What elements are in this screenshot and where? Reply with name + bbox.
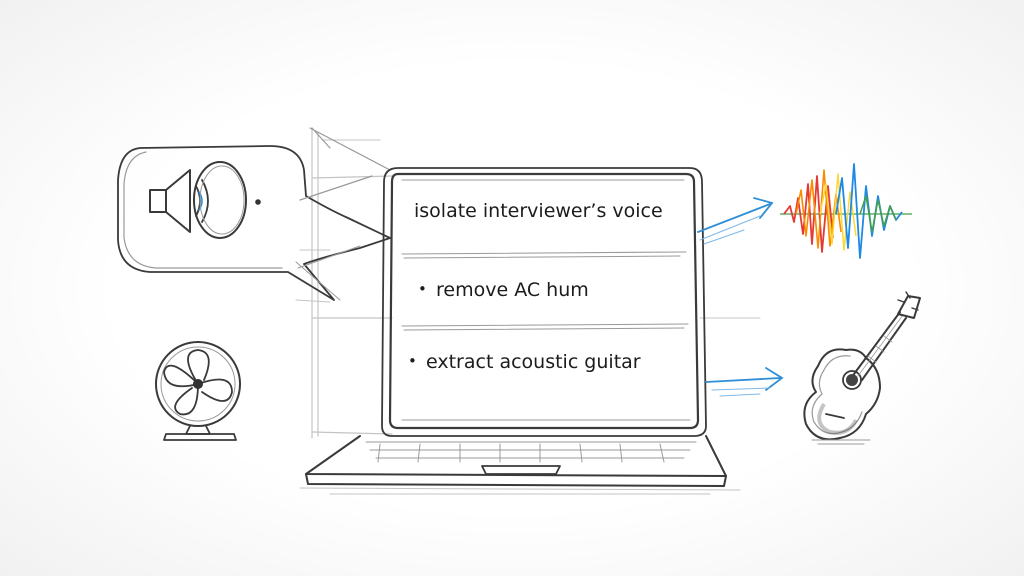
desk-fan-icon xyxy=(155,341,241,441)
acoustic-guitar-icon xyxy=(803,291,921,445)
arrow-to-guitar xyxy=(705,367,784,397)
laptop-icon xyxy=(299,167,741,495)
screen-item-label: extract acoustic guitar xyxy=(426,351,641,373)
screen-item-isolate-voice: isolate interviewer’s voice xyxy=(414,200,663,222)
speaker-icon xyxy=(149,161,261,239)
arrow-to-waveform xyxy=(697,197,774,245)
screen-item-label: isolate interviewer’s voice xyxy=(414,200,663,222)
bullet-marker: • xyxy=(408,352,417,370)
screen-item-extract-guitar: • extract acoustic guitar xyxy=(408,351,641,373)
screen-item-label: remove AC hum xyxy=(436,279,589,301)
bullet-marker: • xyxy=(418,280,427,298)
screen-item-remove-hum: • remove AC hum xyxy=(418,279,589,301)
audio-waveform-icon xyxy=(780,163,912,259)
speech-bubble xyxy=(117,127,391,301)
background-panels xyxy=(295,127,761,439)
